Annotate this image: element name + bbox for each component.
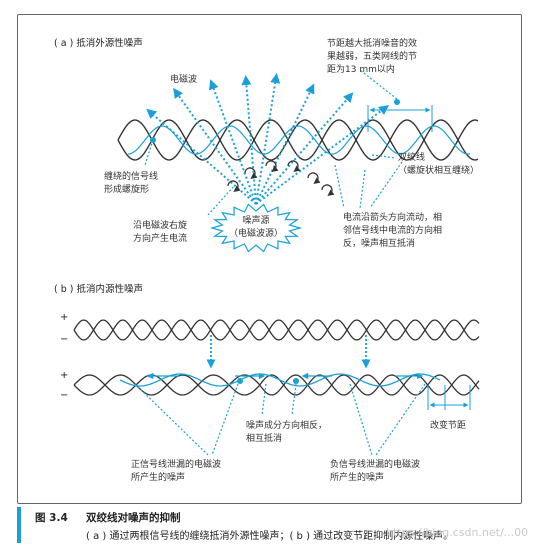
label-noise-source-line1: 噪声源	[242, 214, 269, 226]
label-opposite-line1: 噪声成分方向相反，	[246, 419, 327, 431]
label-rightspin-line2: 方向产生电流	[133, 232, 187, 244]
label-twisted-line2: 形成螺旋形	[104, 183, 149, 195]
label-cancel-line1: 电流沿箭头方向流动，相	[343, 211, 442, 223]
leader-lines-b	[134, 383, 426, 456]
label-pair-line1: 双绞线	[398, 151, 425, 163]
em-wave-ray-1	[146, 108, 257, 205]
rotation-arrows	[227, 160, 335, 196]
plus-sign-bottom: +	[60, 370, 68, 381]
figure-subtitle: ( a ) 通过两根信号线的缠绕抵消外源性噪声；( b ) 通过改变节距抑制内源…	[86, 531, 454, 542]
plus-sign-top: +	[60, 312, 68, 323]
label-negative-line1: 负信号线泄漏的电磁波	[330, 458, 420, 470]
em-wave-ray-4	[241, 75, 257, 205]
label-positive-line2: 所产生的噪声	[131, 471, 185, 483]
em-wave-ray-7	[255, 92, 354, 205]
pitch-dimension	[359, 69, 433, 132]
label-positive-line1: 正信号线泄漏的电磁波	[131, 458, 221, 470]
figure-title: 双绞线对噪声的抑制	[86, 512, 181, 524]
label-pitch-line2: 果越弱，五类网线的节	[327, 50, 417, 62]
figure-number: 图 3.4	[35, 512, 68, 524]
label-negative-line2: 所产生的噪声	[330, 471, 384, 483]
watermark-text: https://blog.csdn.net/...00	[386, 526, 529, 539]
label-twisted-line1: 缠绕的信号线	[104, 170, 158, 182]
label-cancel-line3: 反，噪声相互抵消	[343, 237, 415, 249]
label-em-wave: 电磁波	[170, 73, 197, 85]
figure-frame	[17, 14, 522, 504]
label-rightspin-line1: 沿电磁波右旋	[133, 219, 187, 231]
label-noise-source-line2: （电磁波源）	[229, 227, 283, 239]
section-b-title: ( b ) 抵消内源性噪声	[54, 283, 143, 295]
label-pair-line2: （螺旋状相互缠绕）	[398, 164, 479, 176]
leader-lines-a	[144, 137, 403, 216]
em-wave-ray-5	[255, 73, 281, 205]
label-pitch-line3: 距为13 mm以内	[327, 63, 395, 75]
em-wave-ray-3	[209, 79, 257, 205]
label-change-pitch: 改变节距	[430, 419, 466, 431]
noise-direction-arrows	[146, 372, 424, 384]
em-wave-ray-6	[255, 83, 315, 205]
em-wave-ray-2	[173, 87, 257, 205]
minus-sign-bottom: −	[60, 390, 68, 401]
noise-source-burst	[209, 203, 303, 253]
section-a-title: ( a ) 抵消外源性噪声	[54, 37, 143, 49]
twisted-pair-b-top	[73, 319, 480, 341]
label-pitch-line1: 节距越大抵消噪音的效	[327, 37, 417, 49]
coupling-arrows	[206, 335, 371, 369]
label-opposite-line2: 相互抵消	[246, 432, 282, 444]
change-pitch-dimension	[427, 385, 471, 410]
caption-accent-bar	[17, 507, 21, 543]
label-cancel-line2: 邻信号线中电流的方向相	[343, 224, 442, 236]
minus-sign-top: −	[60, 334, 68, 345]
